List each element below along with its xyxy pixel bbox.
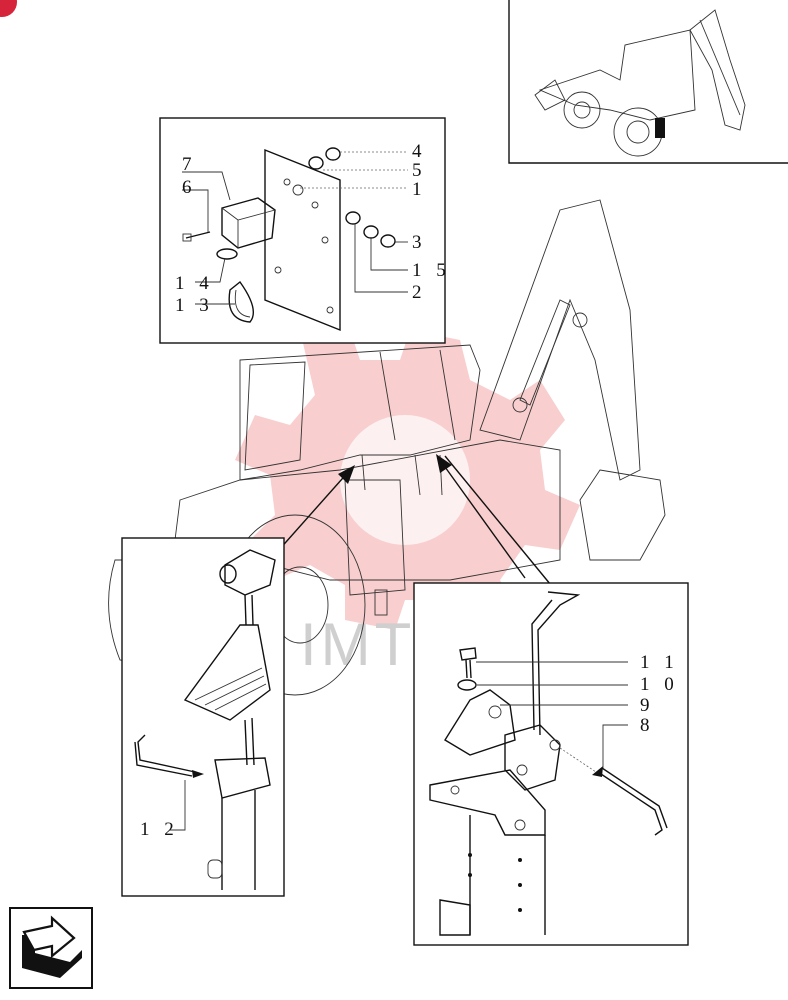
callout-15: 1 5 (412, 260, 451, 281)
callout-1: 1 (412, 179, 427, 200)
callout-2: 2 (412, 282, 427, 303)
callout-6: 6 (182, 177, 197, 198)
callout-5: 5 (412, 160, 427, 181)
callout-13: 1 3 (175, 295, 214, 316)
callout-9: 9 (640, 695, 655, 716)
callout-10: 1 0 (640, 674, 679, 695)
inset-pedestal (413, 582, 689, 946)
callout-11: 1 1 (640, 652, 679, 673)
callout-12: 1 2 (140, 819, 179, 840)
callout-14: 1 4 (175, 273, 214, 294)
next-page-arrow-icon[interactable] (9, 907, 93, 989)
callout-8: 8 (640, 715, 655, 736)
callout-3: 3 (412, 232, 427, 253)
inset-joystick (121, 537, 285, 897)
inset-panel-bracket (159, 117, 446, 344)
corner-badge (0, 0, 17, 17)
callout-labels: 4 5 1 3 1 5 2 7 6 1 4 1 3 1 2 1 1 1 0 9 … (140, 141, 679, 840)
callout-7: 7 (182, 154, 197, 175)
callout-4: 4 (412, 141, 427, 162)
machine-overview-thumbnail (508, 0, 788, 164)
